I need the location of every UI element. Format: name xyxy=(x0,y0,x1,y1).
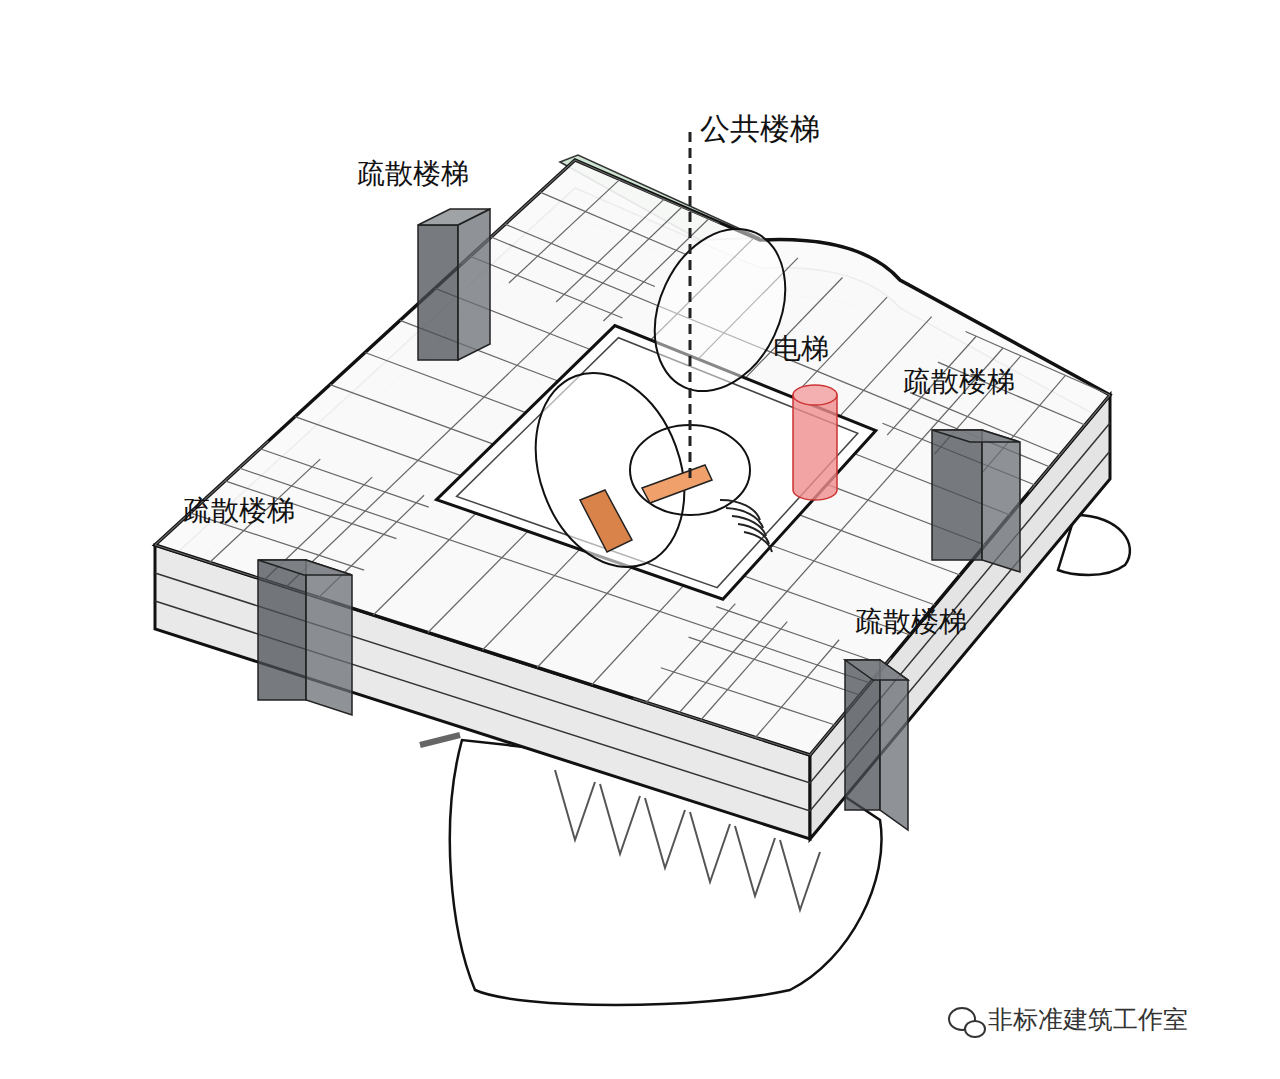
callout-label: 电梯 xyxy=(773,333,829,365)
courtyard xyxy=(437,326,876,600)
brace xyxy=(780,840,820,910)
room-wall xyxy=(295,417,461,476)
room-wall xyxy=(1029,395,1110,492)
brace xyxy=(690,812,730,882)
brace xyxy=(645,798,685,868)
courtyard-edge xyxy=(457,338,858,588)
callout-label: 疏散楼梯 xyxy=(903,366,1015,398)
stair-face xyxy=(845,660,908,680)
evacuation-stair xyxy=(418,209,490,360)
stair-face xyxy=(418,209,490,225)
icon-bubble xyxy=(965,1021,985,1037)
brace xyxy=(600,784,640,854)
public-volumes xyxy=(510,208,810,588)
stair-face xyxy=(880,660,908,830)
callout-label: 疏散楼梯 xyxy=(357,158,469,190)
evacuation-stair xyxy=(932,430,1020,572)
elevator-top xyxy=(793,385,837,405)
room-wall xyxy=(772,545,935,605)
room-wall xyxy=(365,353,526,413)
pipe xyxy=(420,735,460,745)
seating-step xyxy=(744,532,772,552)
egg-volume xyxy=(510,352,710,588)
brace xyxy=(555,770,595,840)
top-floor xyxy=(155,160,1110,755)
elevator-body xyxy=(793,395,837,500)
room-wall xyxy=(701,622,787,720)
room-wall xyxy=(592,586,684,685)
watermark: 非标准建筑工作室 xyxy=(988,1006,1188,1035)
stair-face xyxy=(932,430,1020,442)
room-wall xyxy=(330,385,493,445)
room-grid xyxy=(155,160,1110,755)
room-wall xyxy=(155,441,268,545)
stair-face xyxy=(845,660,880,810)
stair-face xyxy=(982,430,1020,572)
callout-label: 疏散楼梯 xyxy=(183,495,295,527)
room-wall xyxy=(483,549,580,650)
leader-line xyxy=(689,132,692,480)
room-wall xyxy=(470,256,623,318)
room-wall xyxy=(428,531,528,632)
room-wall xyxy=(537,567,632,667)
brace xyxy=(735,826,775,896)
room-wall xyxy=(633,698,810,755)
stair-face xyxy=(458,209,490,360)
stair-face xyxy=(258,560,352,575)
callout-label: 公共楼梯 xyxy=(700,112,820,147)
room-wall xyxy=(575,160,719,223)
room-wall xyxy=(661,668,835,725)
stair-face xyxy=(306,560,352,715)
room-wall xyxy=(755,640,839,738)
stair-face xyxy=(258,560,306,700)
room-wall xyxy=(646,604,735,703)
watermark-icon xyxy=(949,1008,985,1037)
elevator-cylinder xyxy=(793,385,837,500)
egg-volume xyxy=(630,208,811,413)
evacuation-stair xyxy=(258,560,352,715)
evacuation-stair xyxy=(845,660,908,830)
callout-label: 疏散楼梯 xyxy=(855,606,967,638)
stair-face xyxy=(932,430,982,560)
public-stair xyxy=(580,490,632,552)
public-stair xyxy=(642,465,712,503)
stair-face xyxy=(418,225,458,360)
